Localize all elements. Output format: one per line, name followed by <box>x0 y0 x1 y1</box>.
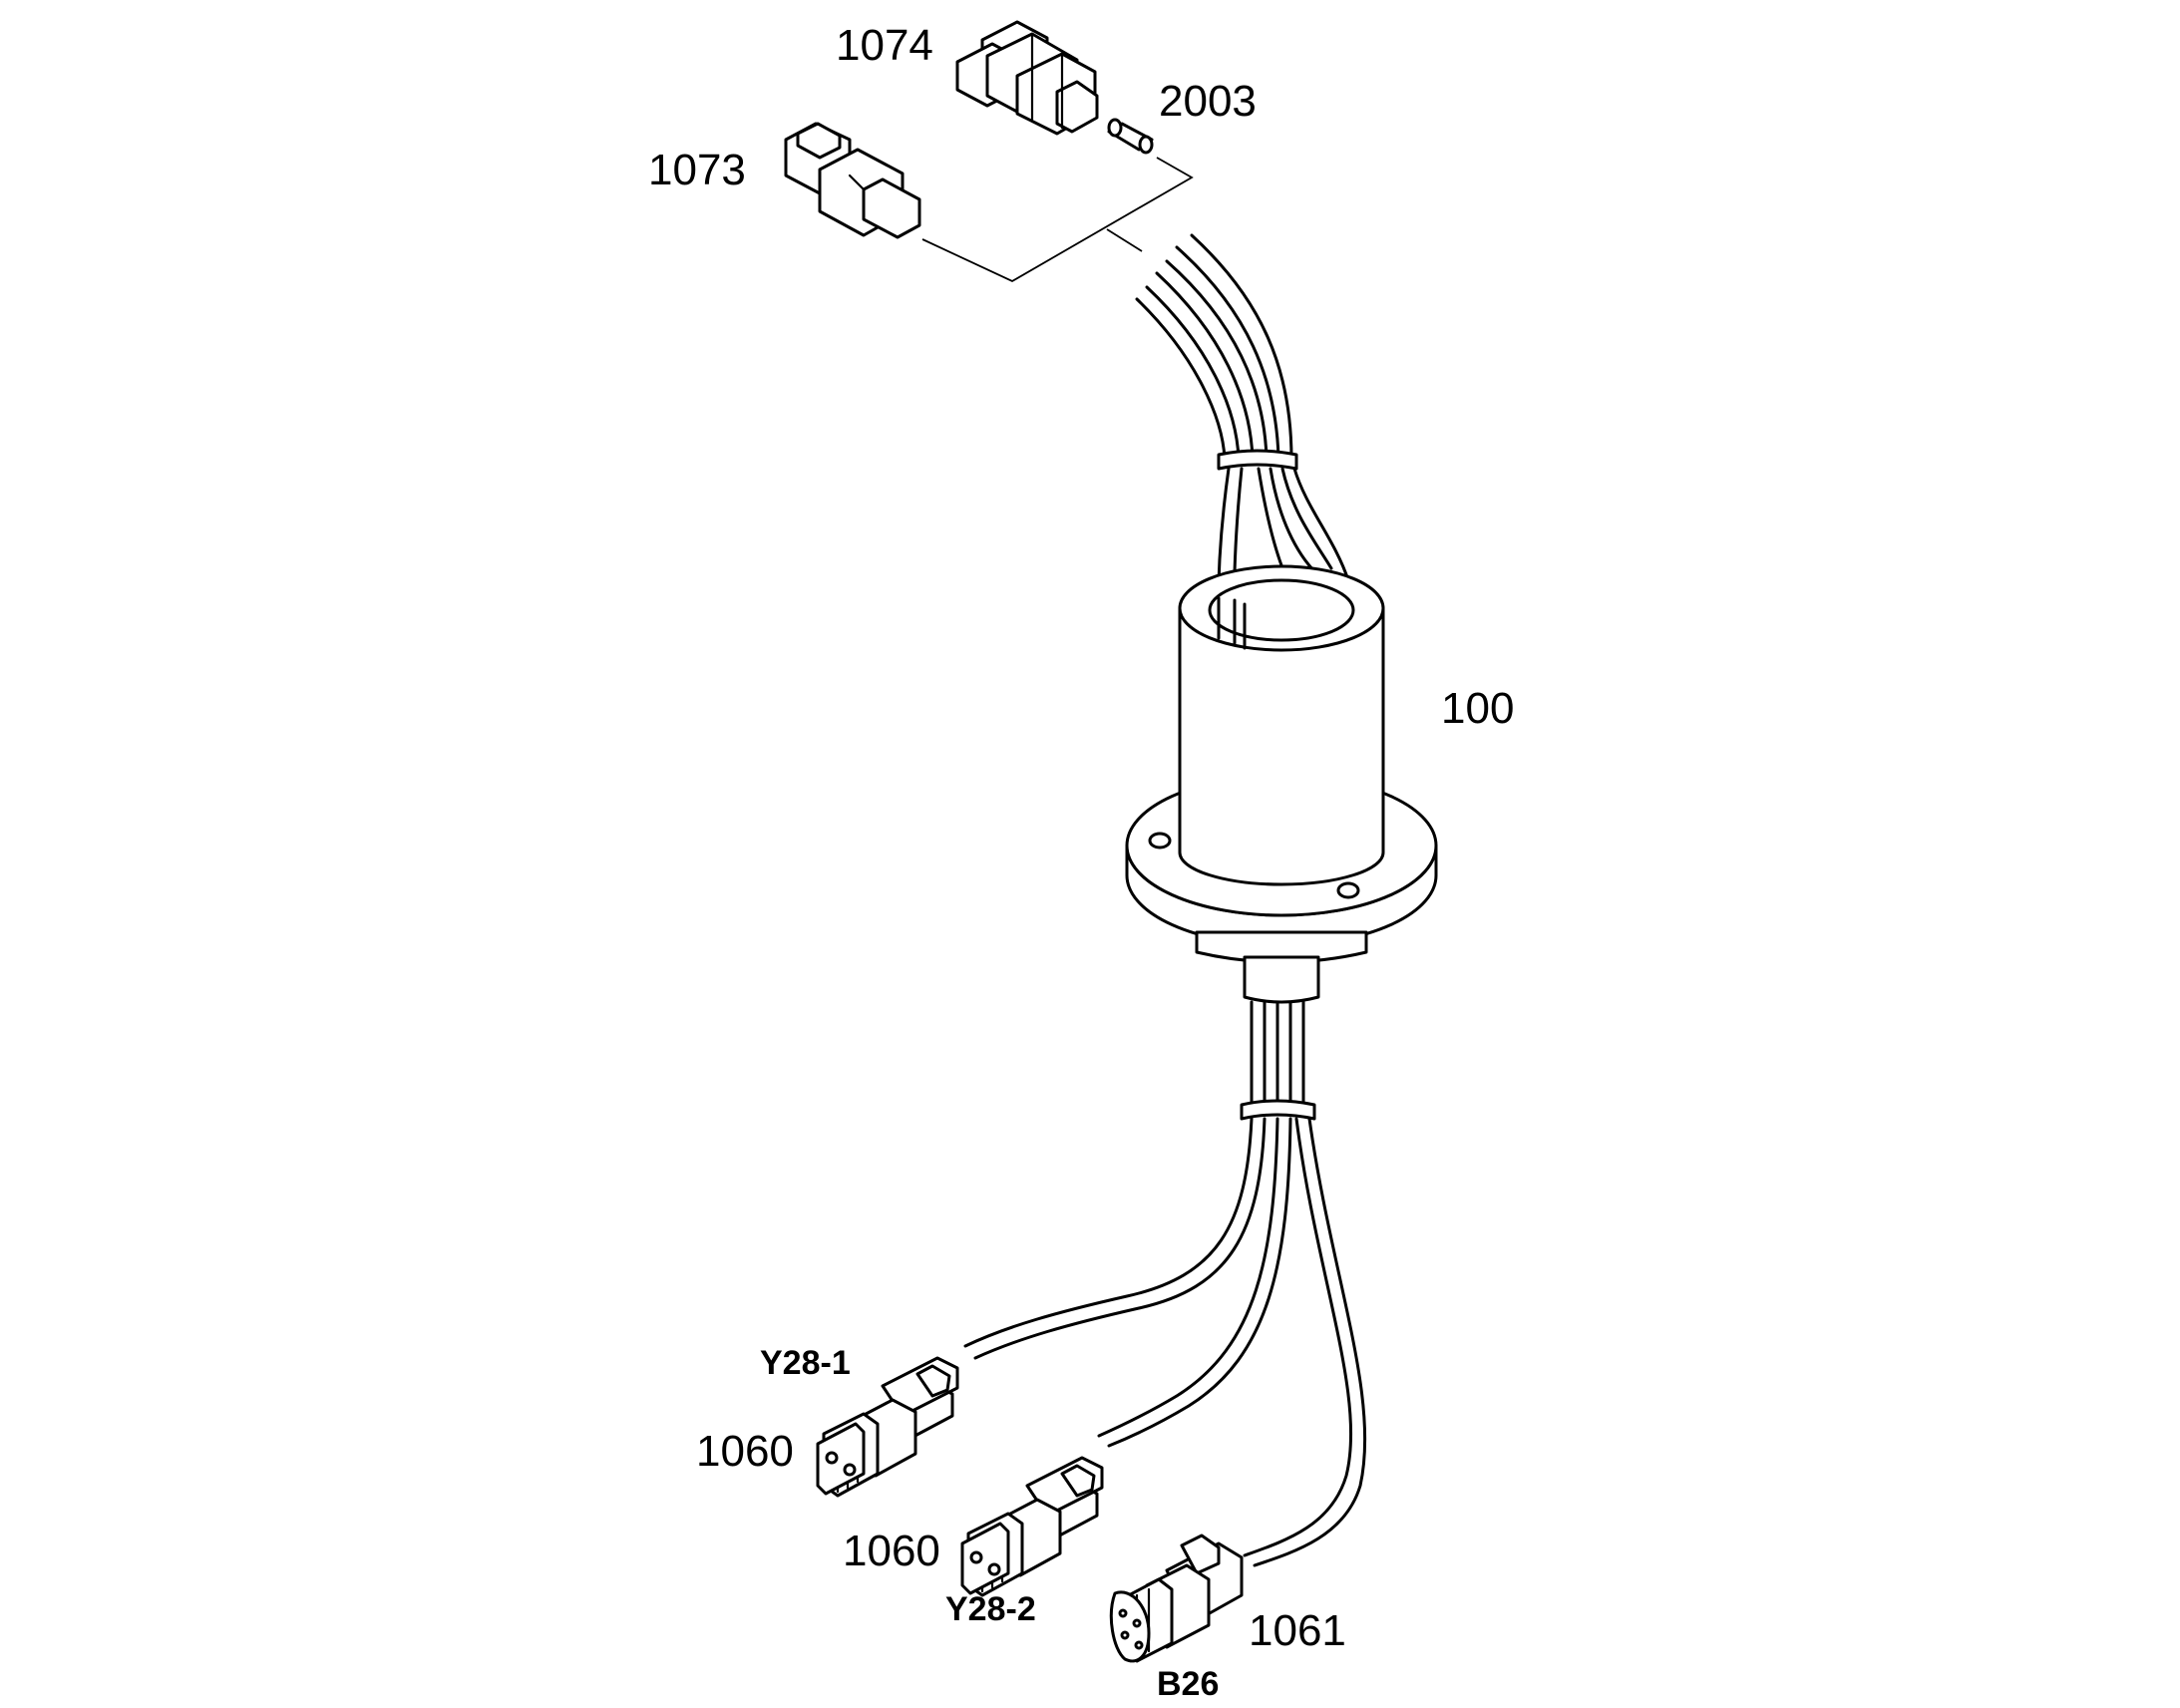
label-y28-2: Y28-2 <box>945 1590 1036 1628</box>
label-1060-b: 1060 <box>843 1527 940 1575</box>
connector-1074 <box>955 20 1099 136</box>
leader-lines <box>921 157 1194 283</box>
label-1074: 1074 <box>836 21 933 70</box>
label-2003: 2003 <box>1159 77 1257 126</box>
pin-2003 <box>1107 118 1154 155</box>
flange-hole-left <box>1148 832 1172 850</box>
label-1073: 1073 <box>648 146 746 194</box>
connector-1061-b26 <box>1109 1534 1244 1663</box>
label-y28-1: Y28-1 <box>760 1344 851 1382</box>
label-b26: B26 <box>1157 1665 1219 1703</box>
label-1061: 1061 <box>1249 1606 1346 1655</box>
connector-1060-y28-1 <box>816 1356 959 1498</box>
label-100: 100 <box>1441 684 1514 733</box>
connector-1073 <box>784 122 921 239</box>
flange-hole-right <box>1336 881 1360 899</box>
lower-wire-bundle <box>963 1000 1367 1567</box>
connector-1060-y28-2 <box>960 1456 1104 1597</box>
label-1060-a: 1060 <box>696 1427 794 1476</box>
slip-ring-100 <box>1125 564 1438 1004</box>
